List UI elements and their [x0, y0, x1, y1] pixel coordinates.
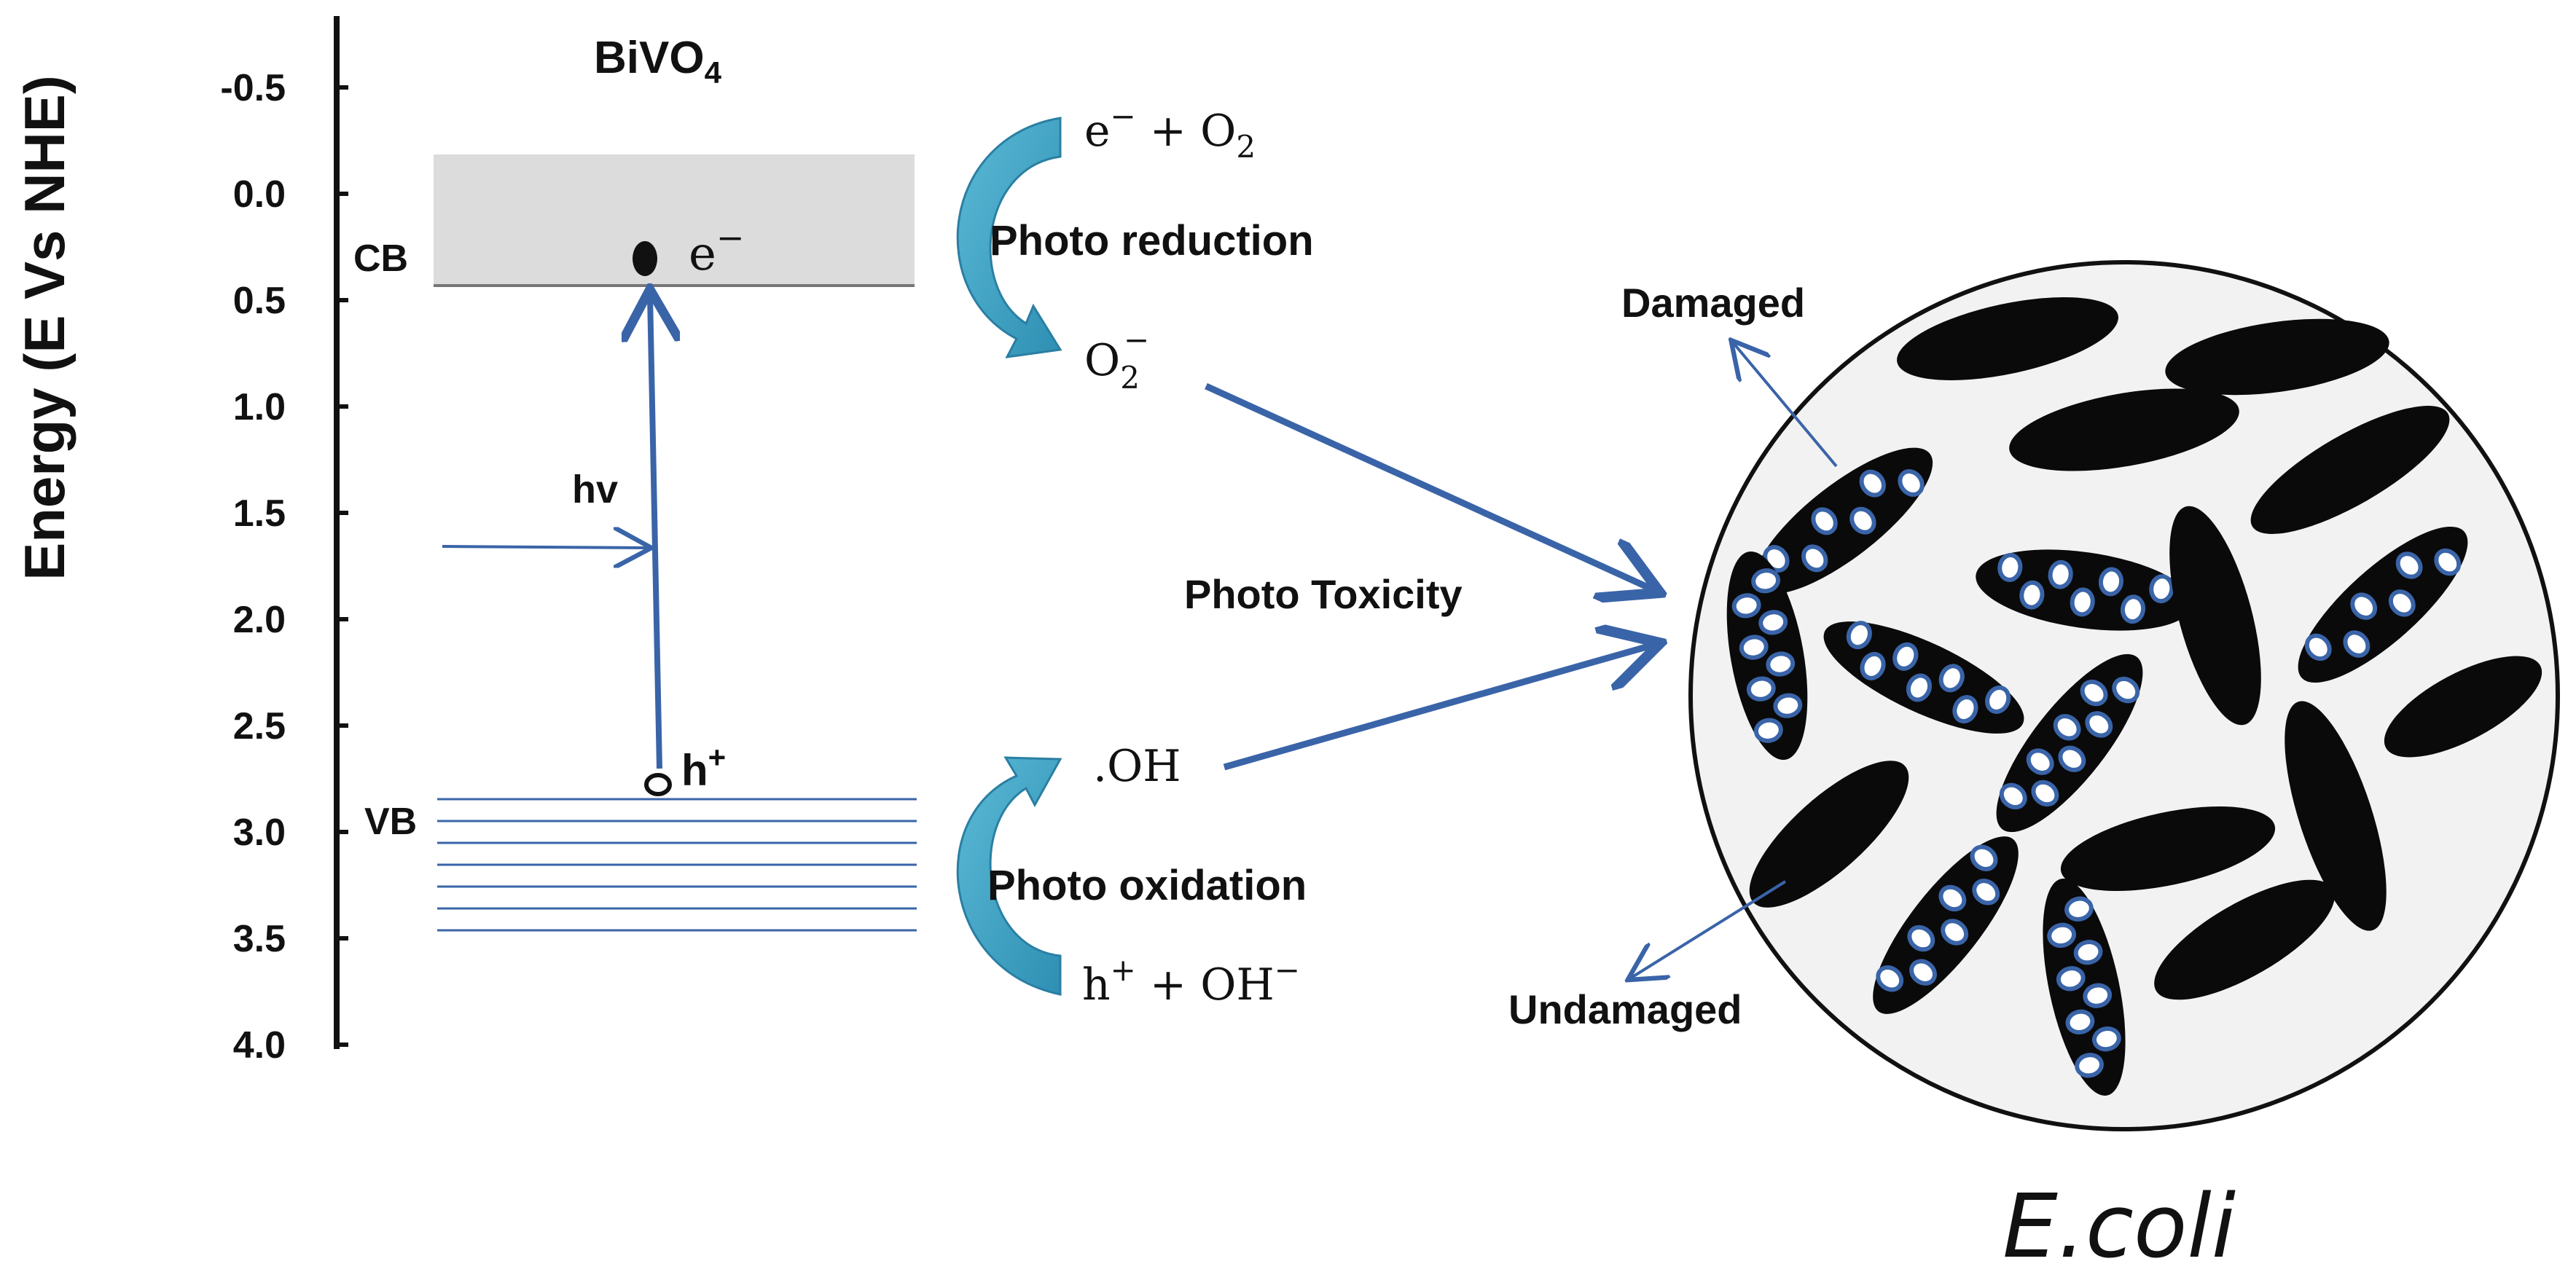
damaged-bacterium — [1726, 551, 1808, 761]
undamaged-bacterium — [2009, 388, 2239, 471]
reduction-curved-arrow — [956, 117, 1062, 358]
damaged-bacterium — [1873, 836, 2019, 1014]
damaged-pointer — [1733, 342, 1838, 468]
undamaged-bacterium — [1749, 761, 1909, 908]
hydroxyl-toxicity-arrow — [1223, 645, 1654, 771]
organism-label: E.coli — [2003, 1177, 2236, 1278]
bacteria-group — [1726, 297, 2542, 1096]
oxidation-reactant: h+ + OH− — [1082, 952, 1300, 1010]
undamaged-bacterium — [1897, 297, 2118, 380]
vb-label: VB — [364, 801, 417, 843]
photon-label: hv — [572, 468, 618, 511]
y-tick-label: 0.0 — [233, 173, 286, 216]
damaged-bacterium — [1823, 621, 2024, 734]
undamaged-bacterium — [2165, 318, 2389, 396]
superoxide-toxicity-arrow — [1205, 382, 1654, 590]
excitation-arrow — [650, 295, 659, 769]
y-tick-label: 1.5 — [233, 492, 286, 535]
hole-label: h+ — [681, 740, 726, 795]
damaged-bacterium — [2043, 878, 2126, 1096]
damaged-bacterium — [2298, 526, 2468, 683]
damaged-label: Damaged — [1621, 280, 1805, 326]
y-tick-label: 0.5 — [233, 280, 286, 322]
y-tick-label: 3.5 — [233, 918, 286, 960]
toxicity-label: Photo Toxicity — [1184, 571, 1463, 617]
undamaged-bacterium — [2285, 701, 2387, 931]
undamaged-pointer — [1630, 880, 1787, 978]
material-label: BiVO4 — [594, 33, 722, 90]
damaged-bacterium — [1996, 653, 2143, 833]
oxidation-curved-arrow — [956, 756, 1062, 996]
valence-band — [437, 798, 917, 932]
undamaged-bacterium — [2250, 406, 2450, 534]
reduction-reactant: e− + O2 — [1084, 98, 1256, 165]
undamaged-bacterium — [2384, 656, 2542, 758]
y-axis-ticks: -0.5 0.0 0.5 1.0 1.5 2.0 2.5 3.0 3.5 4.0 — [220, 67, 348, 1067]
cb-label: CB — [353, 237, 408, 280]
hole-dot — [644, 773, 672, 796]
reduction-label: Photo reduction — [990, 217, 1314, 264]
undamaged-label: Undamaged — [1508, 986, 1742, 1032]
damaged-bacterium — [1976, 549, 2193, 631]
undamaged-bacterium — [2169, 506, 2261, 726]
y-tick-label: 3.0 — [233, 812, 286, 854]
reduction-product: O2− — [1084, 322, 1149, 396]
electron-dot — [633, 241, 657, 276]
oxidation-product: .OH — [1093, 741, 1181, 792]
y-tick-label: 2.5 — [233, 705, 286, 747]
y-tick-label: 2.0 — [233, 599, 286, 641]
y-axis-title: Energy (E Vs NHE) — [12, 75, 77, 581]
undamaged-bacterium — [2154, 879, 2335, 1000]
oxidation-label: Photo oxidation — [987, 862, 1307, 909]
undamaged-bacterium — [2060, 806, 2276, 892]
y-tick-label: 4.0 — [233, 1024, 286, 1067]
y-tick-label: 1.0 — [233, 386, 286, 428]
y-tick-label: -0.5 — [220, 67, 286, 109]
conduction-band — [434, 154, 915, 286]
electron-label: e− — [689, 218, 744, 281]
photon-arrow — [442, 546, 649, 548]
